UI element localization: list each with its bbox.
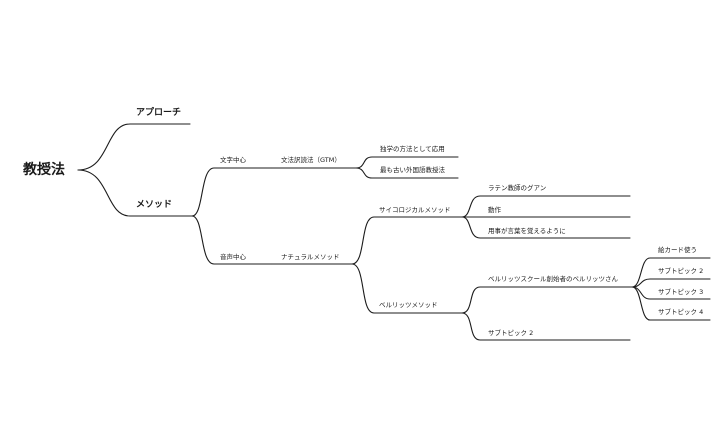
connector-method-sound <box>191 215 273 265</box>
connector-founder-child-4 <box>631 286 711 321</box>
connector-berlitz-subtopic <box>461 312 631 341</box>
connector-psy-child-3 <box>461 216 631 239</box>
node-gtm[interactable]: 文法訳読法（GTM） <box>281 156 341 164</box>
node-founder-child-2[interactable]: サブトピック 2 <box>658 267 704 275</box>
node-berlitz-subtopic[interactable]: サブトピック 2 <box>488 329 534 337</box>
node-sound-centered[interactable]: 音声中心 <box>220 253 246 261</box>
node-psy-child-3[interactable]: 用事が言葉を覚えるように <box>488 227 566 235</box>
connector-gtm-child-2 <box>355 167 459 179</box>
node-gtm-child-1[interactable]: 独学の方法として応用 <box>380 145 445 153</box>
connector-natural-psy <box>351 216 463 265</box>
node-gtm-child-2[interactable]: 最も古い外国語教授法 <box>380 166 445 174</box>
node-berlitz-founder[interactable]: ベルリッツスクール創始者のベルリッツさん <box>488 275 618 283</box>
node-root[interactable]: 教授法 <box>23 162 65 178</box>
node-method[interactable]: メソッド <box>136 200 173 210</box>
connector-root-approach <box>77 123 191 171</box>
node-psychological-method[interactable]: サイコロジカルメソッド <box>379 206 451 214</box>
node-approach[interactable]: アプローチ <box>136 108 182 118</box>
connector-root-method <box>77 169 193 217</box>
node-natural-method[interactable]: ナチュラルメソッド <box>281 253 340 261</box>
connector-psy-child-1 <box>461 195 631 218</box>
node-berlitz-method[interactable]: ベルリッツメソッド <box>379 301 438 309</box>
node-psy-child-2[interactable]: 動作 <box>488 206 501 214</box>
node-founder-child-3[interactable]: サブトピック 3 <box>658 288 704 296</box>
connector-method-text <box>191 167 273 217</box>
node-text-centered[interactable]: 文字中心 <box>220 156 246 164</box>
node-psy-child-1[interactable]: ラテン教師のグアン <box>488 184 547 192</box>
connector-gtm-child-1 <box>355 156 459 169</box>
connector-berlitz-founder <box>461 286 633 314</box>
connector-natural-berlitz <box>351 263 463 314</box>
node-founder-child-1[interactable]: 絵カード使う <box>658 246 697 254</box>
node-founder-child-4[interactable]: サブトピック 4 <box>658 308 704 316</box>
connector-founder-child-1 <box>631 257 711 288</box>
connector-founder-child-2 <box>631 278 711 288</box>
